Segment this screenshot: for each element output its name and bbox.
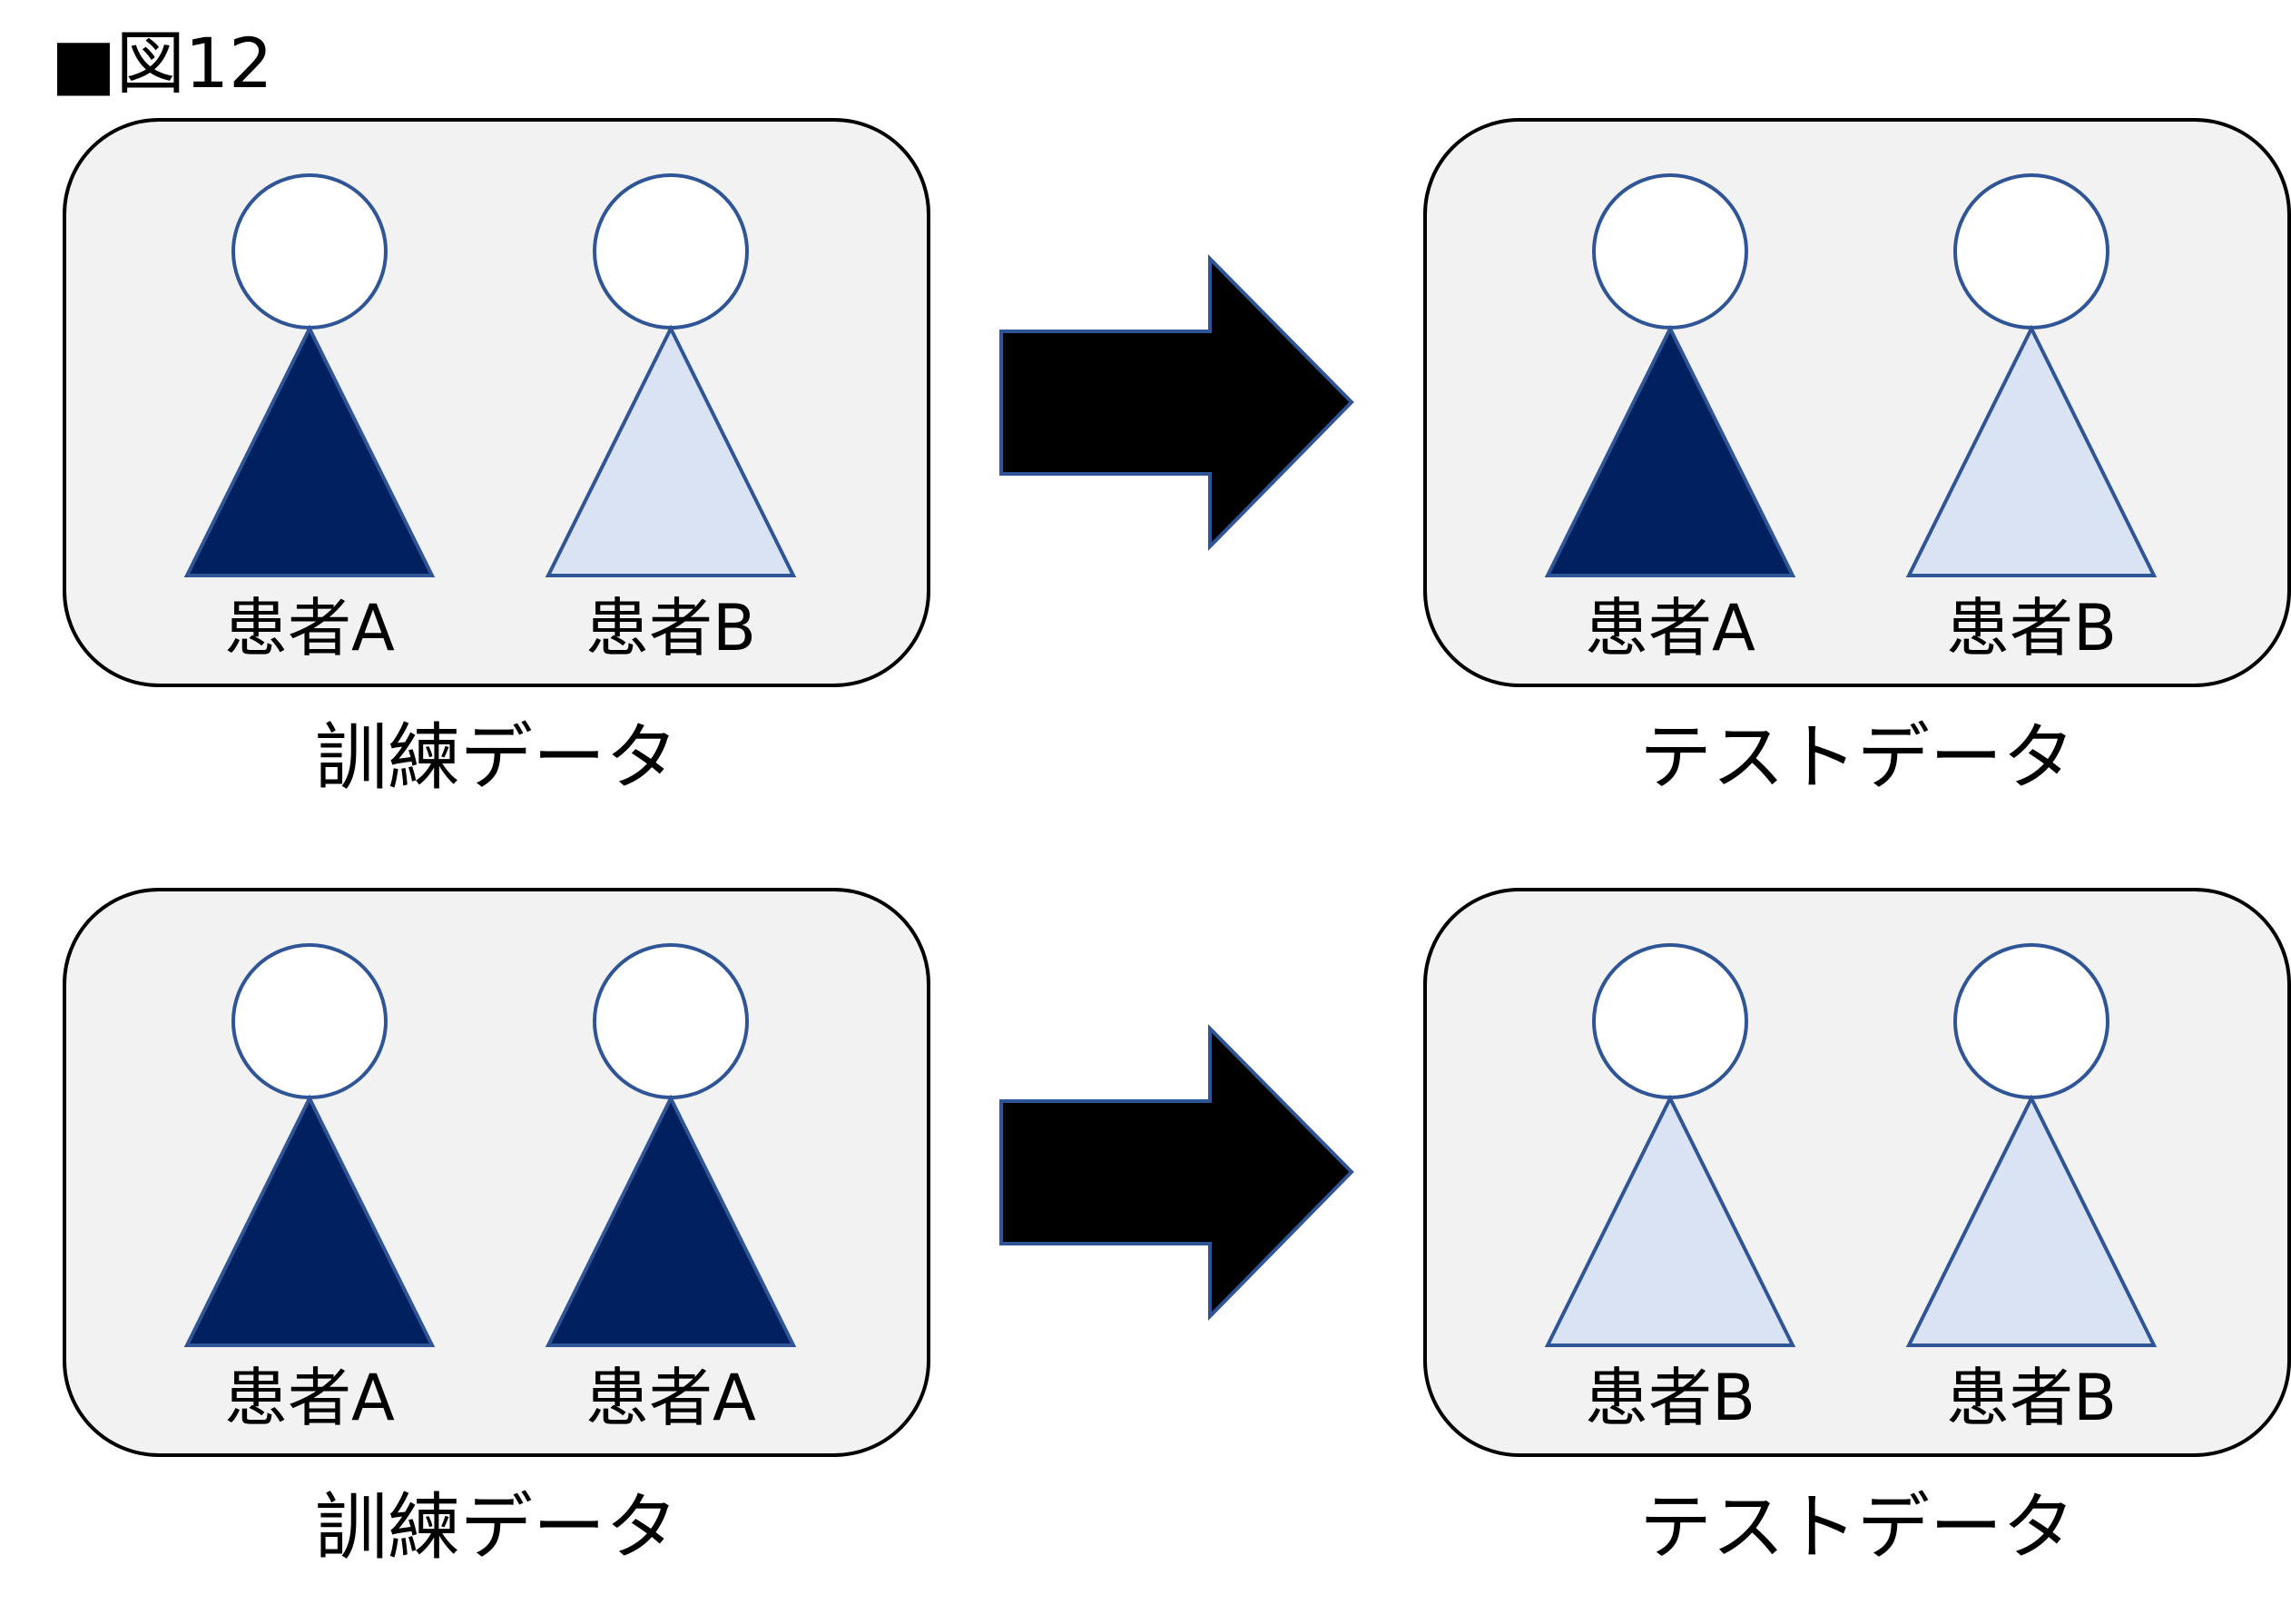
- patient-figure: 患者B: [1905, 173, 2158, 665]
- patient-figure: 患者A: [545, 943, 797, 1435]
- test-data-group: 患者A 患者B テストデータ: [1423, 118, 2291, 800]
- patient-label: 患者B: [585, 591, 756, 665]
- patient-head-icon: [593, 173, 749, 330]
- patient-head-icon: [1592, 943, 1748, 1099]
- patient-label: 患者B: [1946, 1361, 2117, 1435]
- patient-label: 患者B: [1585, 1361, 1755, 1435]
- patient-figure: 患者A: [183, 943, 436, 1435]
- test-data-group: 患者B 患者B テストデータ: [1423, 888, 2291, 1570]
- patient-body-icon: [1905, 324, 2158, 577]
- test-data-box: [1423, 888, 2291, 1457]
- train-data-box: [63, 888, 930, 1457]
- train-data-group: 患者A 患者A 訓練データ: [63, 888, 930, 1570]
- patient-label: 患者B: [1946, 591, 2117, 665]
- patient-head-icon: [1953, 943, 2109, 1099]
- row-2: 患者A 患者A 訓練データ 患者B 患者B テストデータ: [63, 888, 2291, 1570]
- patient-figure: 患者B: [1544, 943, 1796, 1435]
- patient-label: 患者A: [585, 1361, 756, 1435]
- patient-figure: 患者A: [183, 173, 436, 665]
- patient-body-icon: [183, 324, 436, 577]
- patient-head-icon: [231, 173, 388, 330]
- patient-body-icon: [183, 1094, 436, 1347]
- patient-body-icon: [1544, 1094, 1796, 1347]
- train-data-box: [63, 118, 930, 687]
- test-caption: テストデータ: [1639, 715, 2075, 800]
- patient-figure: 患者B: [545, 173, 797, 665]
- patient-figure: 患者B: [1905, 943, 2158, 1435]
- patient-figure: 患者A: [1544, 173, 1796, 665]
- patient-label: 患者A: [1585, 591, 1755, 665]
- patient-body-icon: [1905, 1094, 2158, 1347]
- figure-title: ■図12: [51, 23, 273, 103]
- right-arrow-icon: [999, 1024, 1354, 1321]
- train-data-group: 患者A 患者B 訓練データ: [63, 118, 930, 800]
- patient-body-icon: [545, 324, 797, 577]
- patient-head-icon: [1592, 173, 1748, 330]
- patient-label: 患者A: [224, 591, 395, 665]
- patient-head-icon: [1953, 173, 2109, 330]
- patient-label: 患者A: [224, 1361, 395, 1435]
- patient-body-icon: [545, 1094, 797, 1347]
- test-data-box: [1423, 118, 2291, 687]
- patient-head-icon: [593, 943, 749, 1099]
- right-arrow-icon: [999, 254, 1354, 551]
- train-caption: 訓練データ: [315, 715, 678, 800]
- test-caption: テストデータ: [1639, 1485, 2075, 1570]
- train-caption: 訓練データ: [315, 1485, 678, 1570]
- patient-head-icon: [231, 943, 388, 1099]
- patient-body-icon: [1544, 324, 1796, 577]
- row-1: 患者A 患者B 訓練データ 患者A 患者B テストデータ: [63, 118, 2291, 800]
